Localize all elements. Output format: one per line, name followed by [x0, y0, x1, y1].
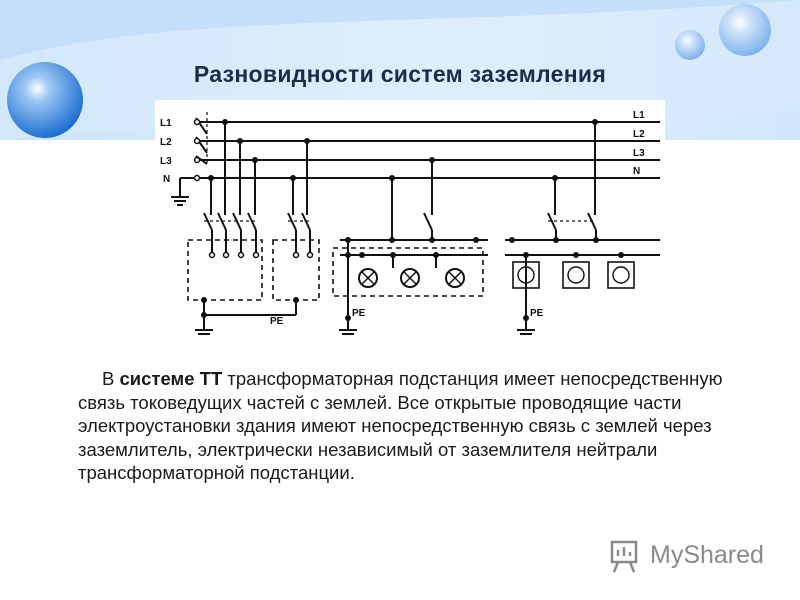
label-right-L2: L2 — [633, 129, 645, 140]
label-right-N: N — [633, 166, 640, 177]
label-right-L1: L1 — [633, 110, 645, 121]
label-left-L3: L3 — [160, 156, 172, 167]
label-pe-2: PE — [352, 308, 366, 319]
logo-wordmark[interactable]: MyShared — [650, 541, 764, 569]
bubble-large — [7, 62, 83, 138]
bubble-small — [675, 30, 705, 60]
body-rest: трансформаторная подстанция имеет непоср… — [78, 368, 723, 483]
label-pe-1: PE — [270, 316, 284, 327]
grounding-system-diagram: L1 L2 L3 N L1 L2 L3 N PE PE PE — [155, 100, 665, 335]
body-lead: В — [102, 368, 120, 389]
label-left-L1: L1 — [160, 118, 172, 129]
body-paragraph: В системе ТТ трансформаторная подстанция… — [78, 367, 758, 485]
label-left-N: N — [163, 174, 170, 185]
presentation-board-icon — [610, 540, 638, 573]
slide-title: Разновидности систем заземления — [193, 61, 607, 87]
bubble-top-right — [719, 4, 771, 56]
body-bold-term: системе ТТ — [119, 368, 223, 389]
label-pe-3: PE — [530, 308, 544, 319]
label-left-L2: L2 — [160, 137, 172, 148]
label-right-L3: L3 — [633, 148, 645, 159]
